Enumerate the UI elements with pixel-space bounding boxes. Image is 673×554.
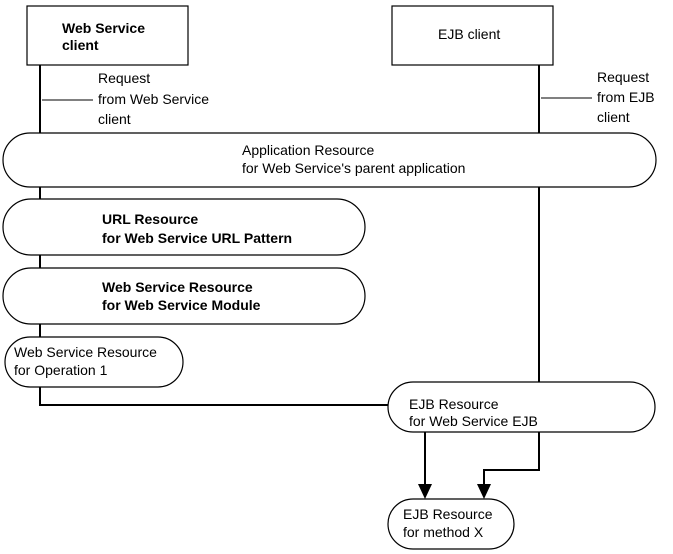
ws-operation-resource-line2: for Operation 1 (14, 362, 108, 378)
ejb-resource-line1: EJB Resource (409, 396, 499, 412)
ws-request-line3: client (98, 111, 131, 127)
arrowhead-icon (418, 484, 432, 499)
ws-client-line2: client (62, 37, 99, 53)
ejb-client-box: EJB client (391, 5, 554, 66)
ws-module-resource-line2: for Web Service Module (102, 297, 261, 313)
ejb-client-to-method-line (483, 432, 540, 484)
ejb-request-line2: from EJB (597, 89, 655, 105)
ws-module-resource-line1: Web Service Resource (102, 279, 253, 295)
ws-request-label: Request from Web Service client (98, 70, 209, 127)
ejb-request-line1: Request (597, 69, 649, 85)
ws-operation-resource-node: Web Service Resource for Operation 1 (4, 336, 184, 388)
ejb-request-line3: client (597, 109, 630, 125)
ejb-method-resource-node: EJB Resource for method X (387, 498, 515, 550)
ws-request-line2: from Web Service (98, 91, 209, 107)
ejb-resource-line2: for Web Service EJB (409, 413, 538, 429)
application-resource-line2: for Web Service's parent application (242, 160, 465, 176)
url-resource-line1: URL Resource (102, 211, 198, 227)
ws-operation-resource-line1: Web Service Resource (14, 344, 157, 360)
application-resource-line1: Application Resource (242, 142, 375, 158)
ejb-method-resource-line1: EJB Resource (403, 506, 493, 522)
ws-module-resource-node: Web Service Resource for Web Service Mod… (2, 267, 366, 325)
ejb-resource-node: EJB Resource for Web Service EJB (387, 381, 656, 433)
application-resource-node: Application Resource for Web Service's p… (2, 132, 657, 188)
web-service-client-box: Web Service client (26, 5, 189, 66)
ejb-method-resource-line2: for method X (403, 524, 484, 540)
arrowhead-icon (477, 484, 491, 499)
ejb-request-label: Request from EJB client (597, 69, 655, 125)
ws-request-line1: Request (98, 70, 150, 86)
ws-client-line1: Web Service (62, 20, 145, 36)
url-resource-line2: for Web Service URL Pattern (102, 230, 292, 246)
ejb-client-label: EJB client (438, 26, 500, 42)
url-resource-node: URL Resource for Web Service URL Pattern (2, 198, 366, 256)
